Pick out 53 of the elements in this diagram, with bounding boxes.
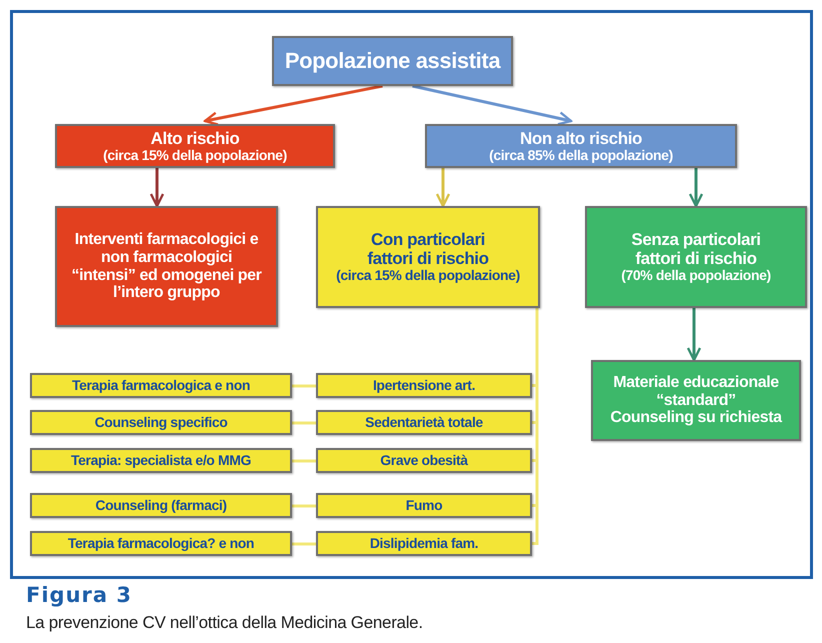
subgroup-box (585, 206, 807, 308)
risk-factor-box (316, 373, 532, 398)
node-subtitle: (circa 15% della popolazione) (103, 148, 287, 164)
node-subtitle: (circa 85% della popolazione) (489, 148, 673, 164)
connector-line (292, 460, 316, 462)
connector-line (292, 422, 316, 424)
node-title: Grave obesità (380, 452, 468, 468)
arrow (204, 84, 383, 126)
arrow (686, 308, 702, 362)
treatment-box (30, 531, 292, 556)
node-title: Terapia farmacologica? e non (68, 536, 254, 552)
node-title: Alto rischio (150, 128, 240, 148)
connector-line (292, 542, 316, 546)
node-title: Ipertensione art. (372, 378, 476, 394)
node-title: Fumo (406, 498, 442, 514)
treatment-box (30, 493, 292, 518)
risk-factor-box (316, 531, 532, 556)
node-title: Materiale educazionale “standard” (612, 374, 780, 410)
node-title: Senza particolari fattori di rischio (630, 230, 762, 268)
connector-line (292, 384, 316, 388)
arrow (150, 168, 164, 208)
node-title: Interventi farmacologici e non farmacologici “intensi” ed omogenei per l’intero gruppo (70, 230, 263, 302)
treatment-box (30, 448, 292, 473)
node-title: Terapia farmacologica e non (72, 378, 250, 394)
subgroup-box (316, 206, 540, 308)
population-box (272, 36, 513, 86)
risk-group-box (425, 124, 737, 168)
connector-line (532, 308, 538, 545)
node-title: Terapia: specialista e/o MMG (71, 452, 251, 468)
node-subtitle: Counseling su richiesta (610, 409, 782, 428)
node-subtitle: (70% della popolazione) (621, 268, 771, 284)
node-title: Con particolari fattori di rischio (366, 230, 490, 268)
figure-label: Figura 3 (26, 583, 132, 607)
arrow (436, 168, 450, 208)
connector-line (292, 504, 316, 508)
node-title: Counseling (farmaci) (95, 498, 227, 514)
intervention-box (591, 360, 801, 441)
figure-caption: La prevenzione CV nell’ottica della Medicina Generale. (26, 613, 423, 633)
node-title: Popolazione assistita (284, 48, 500, 74)
arrow (412, 84, 572, 126)
node-title: Counseling specifico (94, 414, 228, 430)
risk-factor-box (316, 493, 532, 518)
node-subtitle: (circa 15% della popolazione) (336, 268, 520, 284)
risk-factor-box (316, 448, 532, 473)
arrow (688, 168, 704, 208)
intervention-box (55, 206, 278, 327)
risk-group-box (55, 124, 335, 168)
risk-factor-box (316, 410, 532, 435)
node-title: Sedentarietà totale (365, 414, 483, 430)
node-title: Dislipidemia fam. (370, 536, 478, 552)
treatment-box (30, 410, 292, 435)
treatment-box (30, 373, 292, 398)
node-title: Non alto rischio (520, 128, 642, 148)
